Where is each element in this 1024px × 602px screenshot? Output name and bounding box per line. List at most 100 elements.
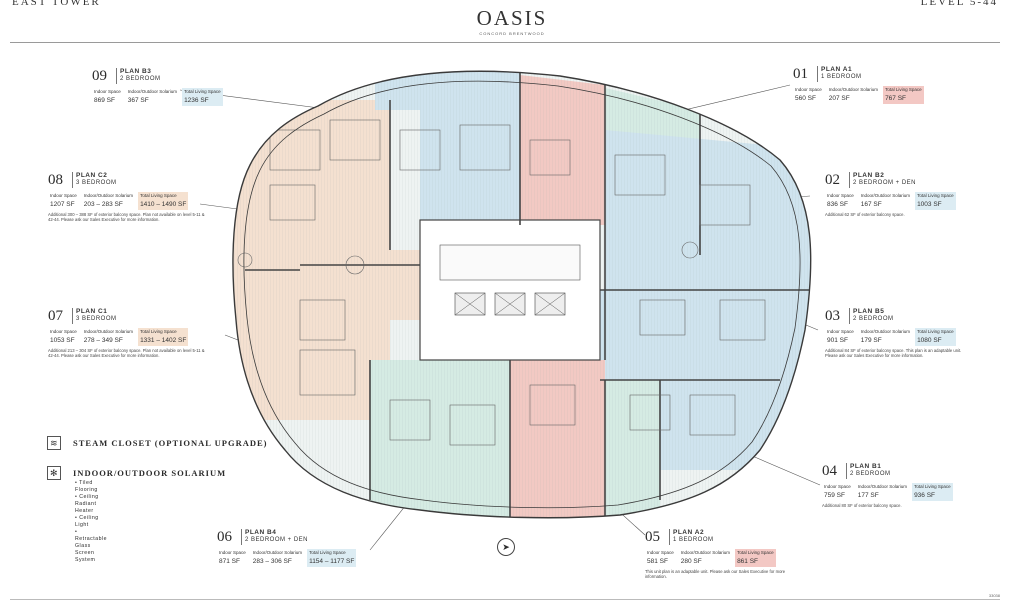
developer-name: CONCORD BRENTWOOD	[479, 31, 545, 36]
total-label: Total Living Space	[917, 329, 954, 334]
header-divider	[10, 42, 1000, 43]
plan-note: This unit plan is an adaptable unit. Ple…	[645, 569, 786, 579]
steam-icon: ≋	[47, 436, 61, 450]
indoor-label: Indoor Space	[824, 484, 851, 489]
solarium-value: 278 – 349 SF	[83, 337, 123, 344]
indoor-value: 1207 SF	[50, 201, 75, 208]
legend-solarium-label: INDOOR/OUTDOOR SOLARIUM	[73, 468, 227, 478]
total-label: Total Living Space	[140, 329, 177, 334]
plan-name: PLAN C1	[76, 308, 108, 315]
plan-type: 2 BEDROOM + DEN	[853, 180, 917, 186]
indoor-value: 581 SF	[647, 558, 668, 565]
units	[232, 71, 811, 518]
north-arrow-icon: ➤	[497, 538, 515, 556]
total-value: 1236 SF	[184, 97, 209, 104]
total-value: 1410 – 1490 SF	[140, 201, 187, 208]
plan-note: Additional 84 SF of exterior balcony spa…	[825, 348, 962, 358]
unit-number: 04	[822, 463, 837, 479]
total-value: 861 SF	[737, 558, 759, 565]
solarium-value: 167 SF	[860, 201, 882, 208]
indoor-label: Indoor Space	[50, 193, 77, 198]
solarium-value: 280 SF	[680, 558, 702, 565]
plan-name: PLAN B5	[853, 308, 885, 315]
plan-note: Additional 300 – 388 SF of exterior balc…	[48, 212, 205, 222]
solarium-value: 283 – 306 SF	[252, 558, 292, 565]
unit-number: 08	[48, 172, 63, 188]
total-label: Total Living Space	[737, 550, 774, 555]
total-value: 767 SF	[885, 95, 907, 102]
plan-note: Additional 62 SF of exterior balcony spa…	[825, 212, 905, 217]
divider	[849, 308, 850, 324]
divider	[817, 66, 818, 82]
divider	[241, 529, 242, 545]
indoor-value: 836 SF	[827, 201, 848, 208]
indoor-label: Indoor Space	[827, 329, 854, 334]
indoor-label: Indoor Space	[219, 550, 246, 555]
solarium-value: 203 – 283 SF	[83, 201, 123, 208]
plan-name: PLAN C2	[76, 172, 108, 179]
plan-note: Additional 213 – 304 SF of exterior balc…	[48, 348, 205, 358]
unit-number: 01	[793, 66, 808, 82]
solarium-label: Indoor/Outdoor Solarium	[252, 550, 303, 555]
plan-type: 1 BEDROOM	[673, 537, 714, 543]
indoor-label: Indoor Space	[647, 550, 674, 555]
indoor-value: 759 SF	[824, 492, 845, 499]
footer-code: 33038	[988, 593, 1000, 598]
plan-name: PLAN B1	[850, 463, 882, 470]
unit-number: 03	[825, 308, 840, 324]
divider	[846, 463, 847, 479]
plan-type: 3 BEDROOM	[76, 316, 117, 322]
plan-name: PLAN B2	[853, 172, 885, 179]
feature-item: Ceiling Radiant Heater	[75, 494, 107, 515]
divider	[72, 308, 73, 324]
solarium-label: Indoor/Outdoor Solarium	[860, 193, 911, 198]
indoor-label: Indoor Space	[50, 329, 77, 334]
plan-name: PLAN A1	[821, 66, 853, 73]
divider	[72, 172, 73, 188]
plan-type: 3 BEDROOM	[76, 180, 117, 186]
total-value: 1331 – 1402 SF	[140, 337, 187, 344]
total-label: Total Living Space	[309, 550, 346, 555]
solarium-icon: ✻	[47, 466, 61, 480]
solarium-label: Indoor/Outdoor Solarium	[127, 89, 178, 94]
total-label: Total Living Space	[914, 484, 951, 489]
divider	[849, 172, 850, 188]
plan-name: PLAN B3	[120, 68, 152, 75]
plan-type: 2 BEDROOM	[850, 471, 891, 477]
level-label: LEVEL 5-44	[920, 0, 998, 8]
indoor-value: 560 SF	[795, 95, 816, 102]
unit-number: 05	[645, 529, 660, 545]
plan-name: PLAN B4	[245, 529, 277, 536]
indoor-label: Indoor Space	[827, 193, 854, 198]
total-label: Total Living Space	[140, 193, 177, 198]
plan-type: 2 BEDROOM	[120, 76, 161, 82]
unit-number: 02	[825, 172, 840, 188]
feature-item: Tiled Flooring	[75, 480, 107, 494]
footer-divider	[10, 599, 1000, 600]
solarium-label: Indoor/Outdoor Solarium	[680, 550, 731, 555]
divider	[669, 529, 670, 545]
plan-type: 1 BEDROOM	[821, 74, 862, 80]
indoor-value: 901 SF	[827, 337, 848, 344]
brand-logo: OASIS CONCORD BRENTWOOD	[0, 6, 1024, 36]
unit-number: 09	[92, 68, 107, 84]
unit-number: 06	[217, 529, 232, 545]
solarium-label: Indoor/Outdoor Solarium	[83, 193, 134, 198]
plan-type: 2 BEDROOM + DEN	[245, 537, 309, 543]
plan-type: 2 BEDROOM	[853, 316, 894, 322]
total-label: Total Living Space	[184, 89, 221, 94]
tower-label: EAST TOWER	[12, 0, 101, 8]
total-label: Total Living Space	[885, 87, 922, 92]
solarium-value: 177 SF	[857, 492, 879, 499]
divider	[116, 68, 117, 84]
solarium-label: Indoor/Outdoor Solarium	[828, 87, 879, 92]
indoor-value: 869 SF	[94, 97, 115, 104]
solarium-value: 207 SF	[828, 95, 850, 102]
plan-name: PLAN A2	[673, 529, 705, 536]
total-value: 936 SF	[914, 492, 936, 499]
brand-name: OASIS	[476, 6, 548, 30]
feature-item: Retractable Glass Screen System	[75, 529, 107, 564]
total-value: 1003 SF	[917, 201, 942, 208]
indoor-value: 1053 SF	[50, 337, 75, 344]
total-label: Total Living Space	[917, 193, 954, 198]
